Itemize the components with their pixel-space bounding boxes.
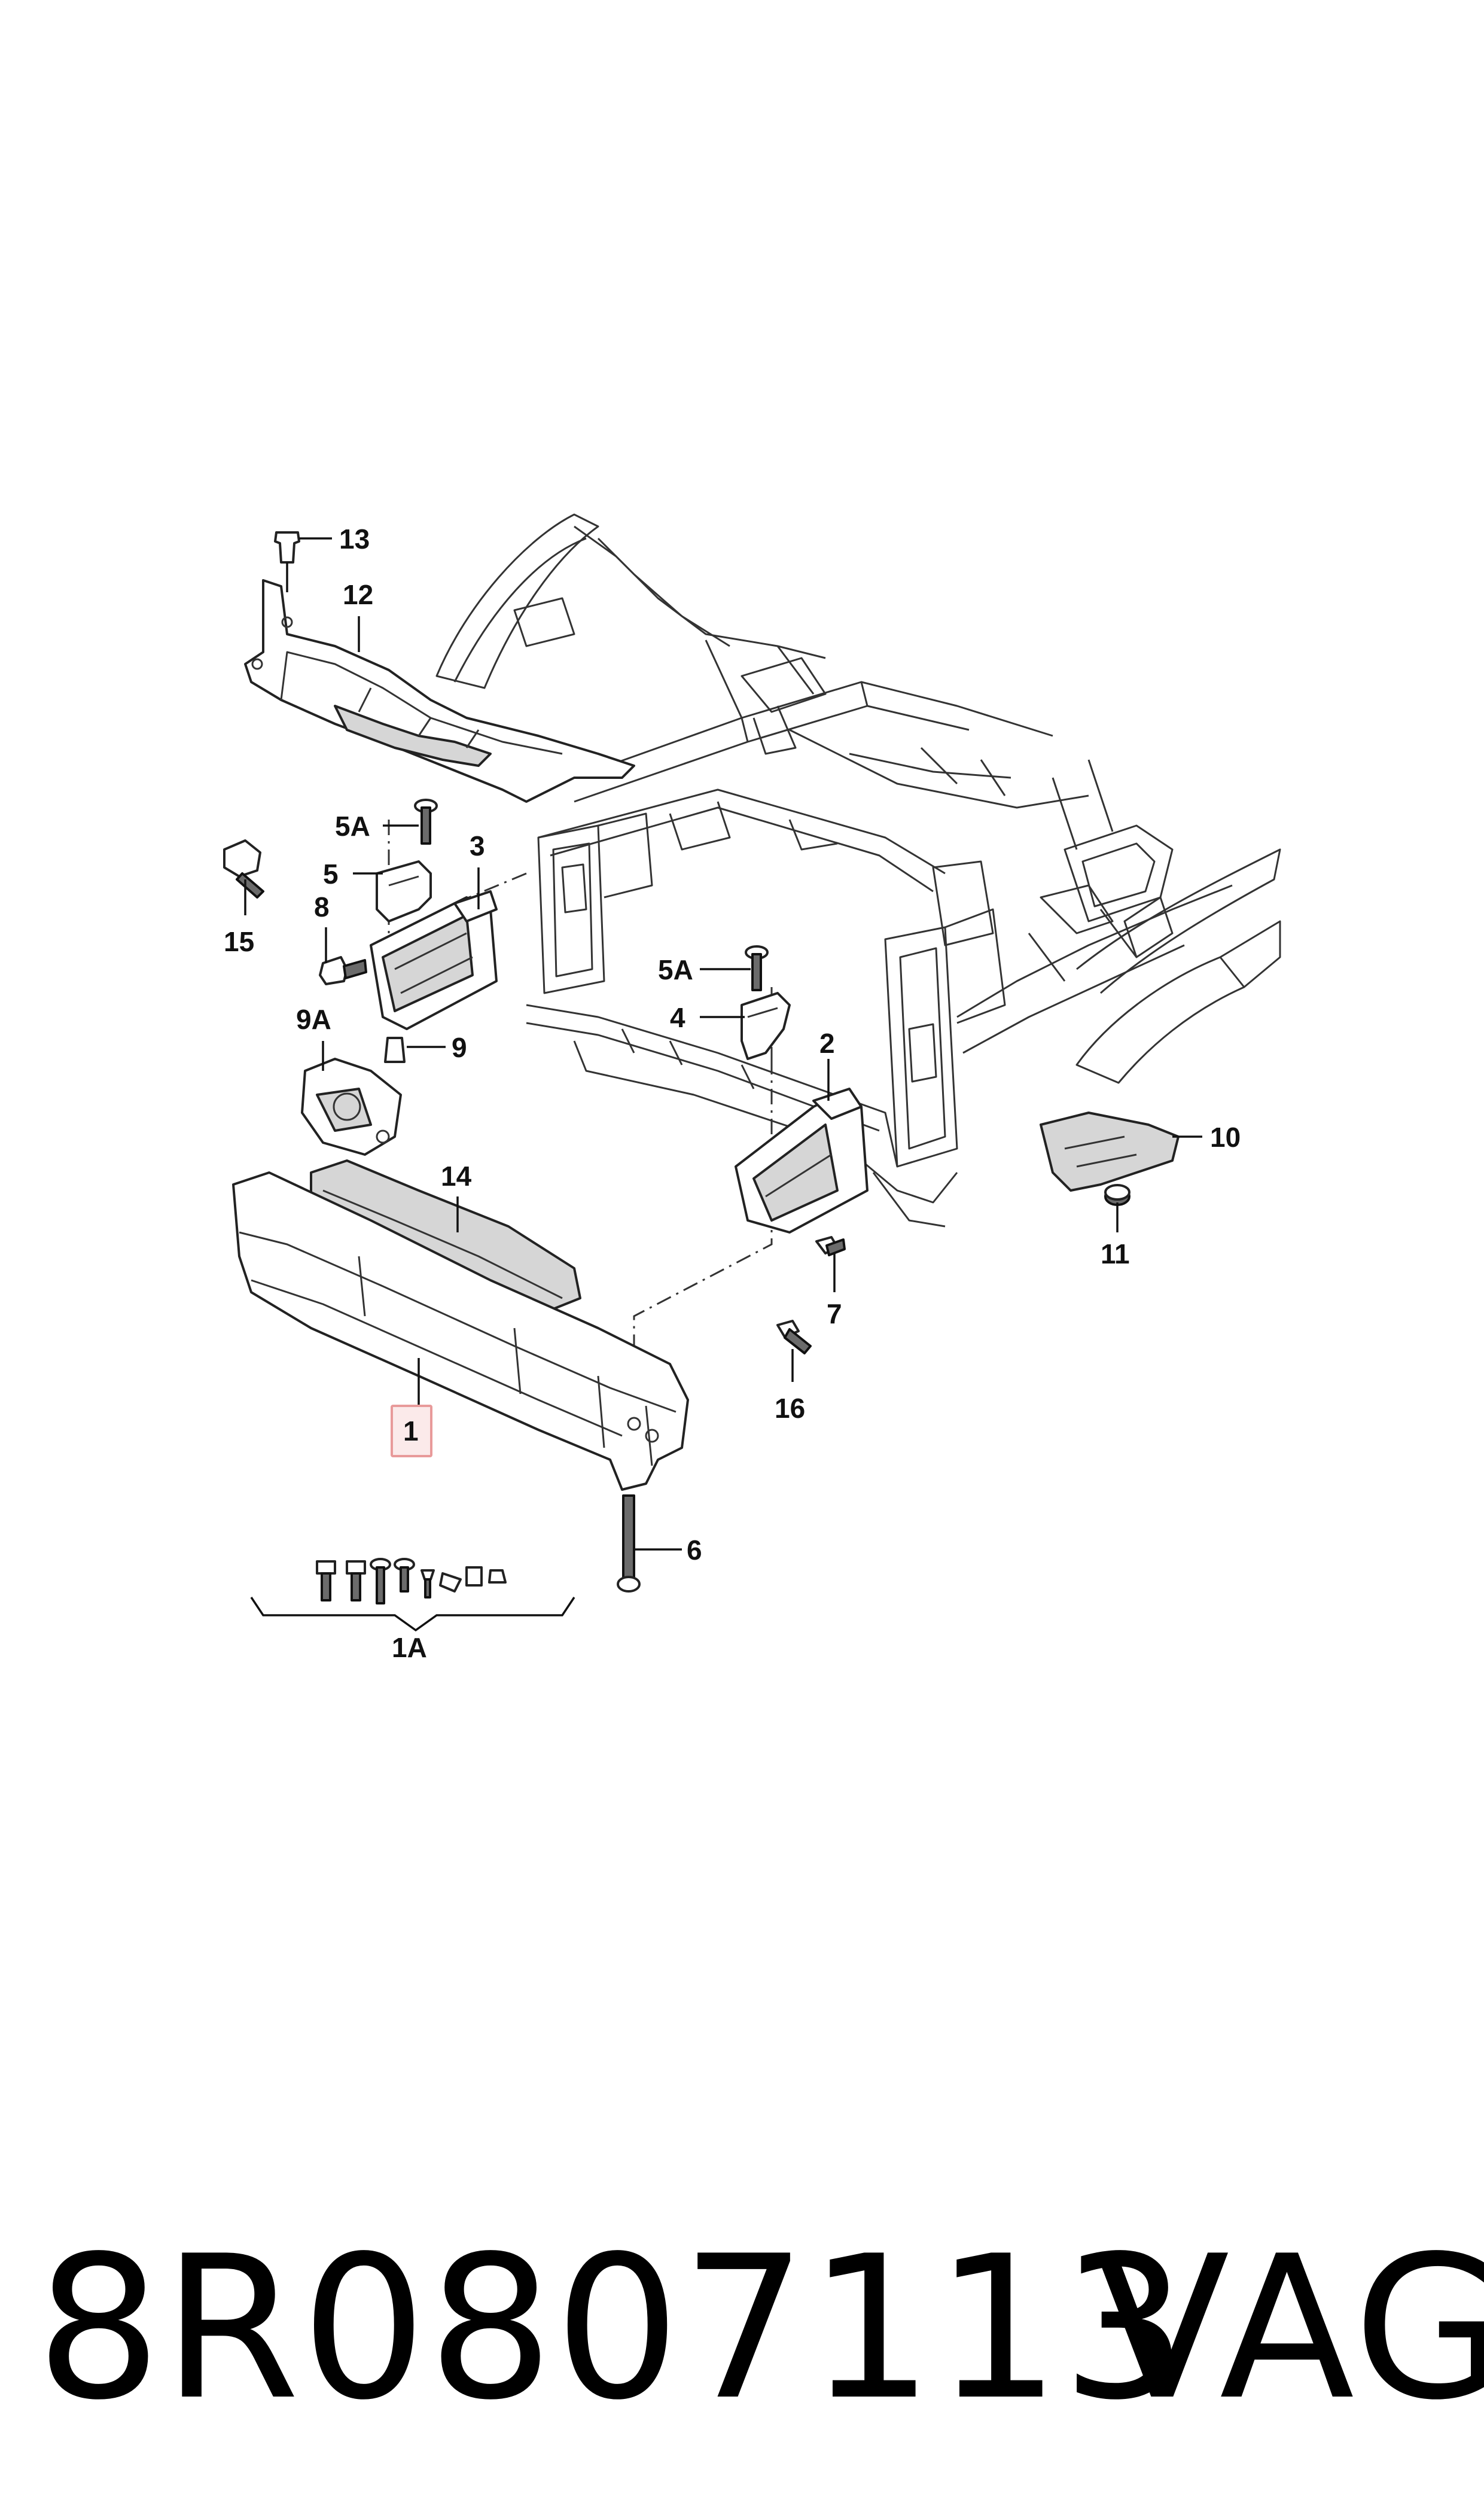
callout-15[interactable]: 15 [224, 926, 254, 957]
callout-1A[interactable]: 1A [392, 1632, 427, 1663]
part-5A-right-bolt [745, 945, 769, 991]
part-9A-bracket [301, 1058, 402, 1156]
part-5-bracket [376, 860, 432, 922]
callout-16[interactable]: 16 [775, 1393, 805, 1424]
part-7-bolt [815, 1236, 846, 1256]
brand-text: VAG [1095, 2213, 1484, 2443]
part-11-nut [1104, 1184, 1130, 1206]
part-8-bolt [319, 956, 367, 985]
callout-1[interactable]: 1 [403, 1415, 419, 1447]
callout-10[interactable]: 10 [1210, 1122, 1241, 1153]
part-10-bracket [1040, 1112, 1180, 1192]
exploded-view: 13 12 5A 5 3 15 8 9A 9 14 1 1A 5A 4 2 7 … [223, 513, 1281, 1663]
callout-9A[interactable]: 9A [296, 1004, 331, 1035]
part-2-impact-bracket [735, 1088, 869, 1234]
part-16-bolt [776, 1320, 812, 1354]
callout-1-highlight [391, 1405, 432, 1457]
callout-labels: 13 12 5A 5 3 15 8 9A 9 14 1 1A 5A 4 2 7 … [224, 523, 1241, 1663]
caption: 8R0807113 VAG [0, 2213, 1484, 2465]
body-frame [435, 513, 1281, 1228]
callout-7[interactable]: 7 [827, 1298, 842, 1329]
callout-13[interactable]: 13 [339, 523, 370, 555]
part-1-bumper-reinforcement [232, 1171, 689, 1491]
part-9-clip [384, 1037, 406, 1063]
part-4-bracket [741, 992, 791, 1060]
part-6-bolt [617, 1494, 641, 1593]
part-15-bolt [223, 839, 264, 899]
part-5A-left-bolt [414, 799, 438, 845]
callout-14[interactable]: 14 [441, 1161, 472, 1192]
callout-6[interactable]: 6 [687, 1534, 702, 1566]
callout-9[interactable]: 9 [452, 1032, 467, 1063]
callout-3[interactable]: 3 [470, 830, 485, 861]
callout-2[interactable]: 2 [819, 1028, 835, 1059]
part-3-impact-bracket [370, 890, 498, 1030]
callout-5A-right[interactable]: 5A [658, 954, 693, 985]
callout-4[interactable]: 4 [670, 1002, 685, 1033]
part-1A-fastener-kit [250, 1558, 575, 1632]
callout-11[interactable]: 11 [1101, 1238, 1130, 1269]
callout-5[interactable]: 5 [323, 858, 339, 890]
callout-5A-left[interactable]: 5A [335, 811, 370, 842]
part-13-clip [274, 531, 300, 592]
callout-12[interactable]: 12 [343, 579, 373, 610]
callout-8[interactable]: 8 [314, 891, 330, 922]
part-number-text: 8R0807113 [36, 2213, 1189, 2443]
part-12-cover-panel [244, 579, 635, 803]
